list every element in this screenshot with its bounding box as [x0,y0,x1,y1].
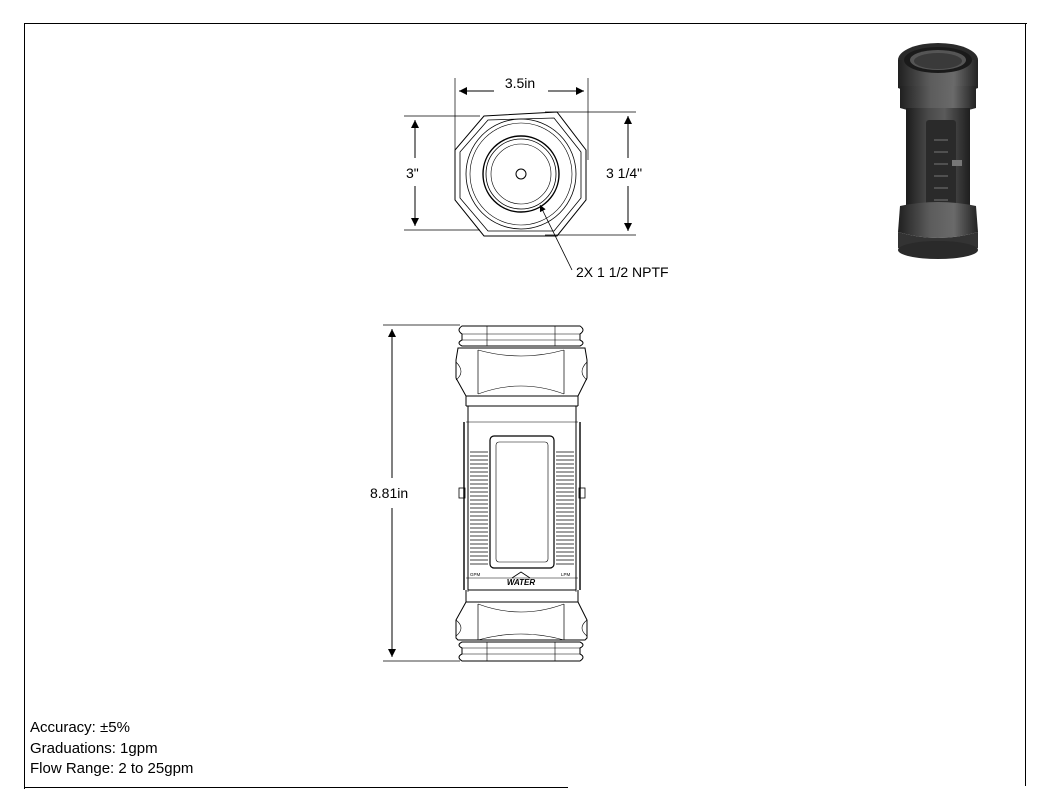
flowmeter-3d-render-icon [898,43,978,259]
frame-bottom-border [24,787,568,788]
height-dimension-label: 3" [406,165,419,181]
flow-range-spec: Flow Range: 2 to 25gpm [30,760,194,777]
gpm-scale-unit: GPM [470,572,481,577]
length-dimension-label: 8.81in [370,485,408,501]
outer-dimension-label: 3 1/4" [606,165,642,181]
frame-top-border [24,23,1027,24]
accuracy-spec: Accuracy: ±5% [30,719,130,736]
lpm-scale-unit: LPM [561,572,571,577]
brand-label: WATER [507,578,536,587]
specifications-block: Accuracy: ±5% Graduations: 1gpm Flow Ran… [30,718,193,780]
frame-left-border [24,23,25,789]
front-view [383,324,588,662]
graduations-spec: Graduations: 1gpm [30,739,158,757]
left-scale-ticks [470,451,488,565]
right-scale-ticks [556,451,574,565]
frame-right-border [1025,23,1026,786]
top-view [404,78,636,271]
width-dimension-label: 3.5in [505,75,535,91]
thread-callout-label: 2X 1 1/2 NPTF [576,264,669,280]
